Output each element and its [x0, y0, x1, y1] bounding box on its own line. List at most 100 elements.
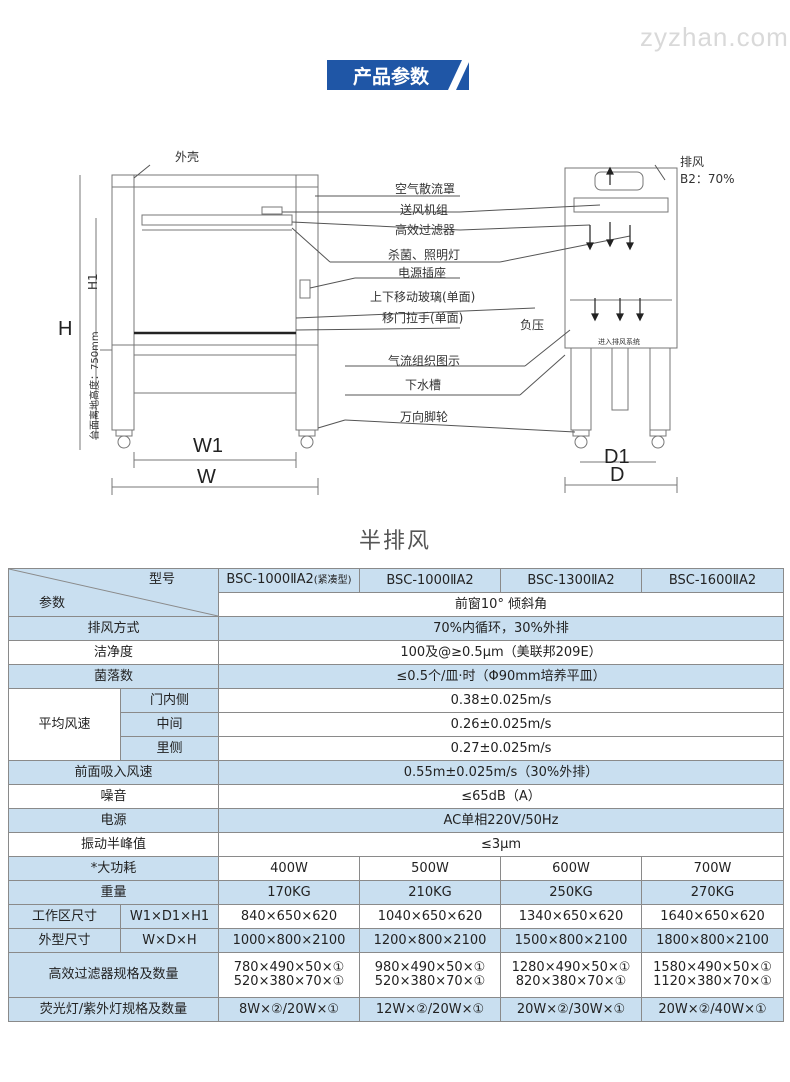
label-air-hood: 空气散流罩: [395, 182, 456, 196]
model-suffix: (紧凑型): [313, 575, 352, 586]
hepa-line: 820×380×70×①: [515, 974, 627, 989]
hepa-line: 1120×380×70×①: [653, 974, 772, 989]
cell: 12W×②/20W×①: [359, 997, 501, 1022]
row-value: AC单相220V/50Hz: [218, 808, 784, 833]
watermark: zyzhan.com: [640, 22, 789, 52]
dim-W1: W1: [193, 435, 223, 457]
cell: 20W×②/40W×①: [641, 997, 784, 1022]
sub-label: 中间: [120, 712, 219, 737]
cell: 250KG: [500, 880, 642, 905]
cell: 1200×800×2100: [359, 928, 501, 953]
cell: 500W: [359, 856, 501, 881]
table-row: 中间 0.26±0.025m/s: [9, 712, 784, 737]
cell: 1640×650×620: [641, 904, 784, 929]
cell: 8W×②/20W×①: [218, 997, 360, 1022]
header-param: 参数: [39, 596, 66, 611]
label-handle: 移门拉手(单面): [382, 311, 464, 325]
model-cell: BSC-1600ⅡA2: [641, 568, 784, 593]
cell: 400W: [218, 856, 360, 881]
sub-label: W1×D1×H1: [120, 904, 219, 929]
cell: 700W: [641, 856, 784, 881]
cell: 1500×800×2100: [500, 928, 642, 953]
row-label: 洁净度: [8, 640, 219, 665]
sub-label: 里侧: [120, 736, 219, 761]
label-exhaust: 排风: [680, 155, 705, 169]
table-row: 振动半峰值 ≤3μm: [8, 832, 784, 857]
dim-W: W: [197, 466, 216, 488]
table-row: 噪音 ≤65dB（A）: [8, 784, 784, 809]
hepa-line: 1280×490×50×①: [511, 960, 631, 975]
label-b2: B2：70%: [680, 172, 735, 186]
table-row: 前窗10° 倾斜角: [9, 592, 784, 617]
cell: 170KG: [218, 880, 360, 905]
sub-label: 门内侧: [120, 688, 219, 713]
table-row: 重量 170KG 210KG 250KG 270KG: [8, 880, 784, 905]
table-row: 荧光灯/紫外灯规格及数量 8W×②/20W×① 12W×②/20W×① 20W×…: [8, 997, 784, 1022]
row-value: 0.38±0.025m/s: [218, 688, 784, 713]
table-row: *大功耗 400W 500W 600W 700W: [8, 856, 784, 881]
table-row: 排风方式 70%内循环，30%外排: [8, 616, 784, 641]
row-label: 外型尺寸: [8, 928, 121, 953]
label-drain: 下水槽: [405, 378, 442, 392]
row-value: ≤0.5个/皿·时（Φ90mm培养平皿）: [218, 664, 784, 689]
dim-H1: H1: [86, 273, 100, 290]
table-row: 菌落数 ≤0.5个/皿·时（Φ90mm培养平皿）: [8, 664, 784, 689]
hepa-line: 1580×490×50×①: [653, 960, 772, 975]
row-value: 0.26±0.025m/s: [218, 712, 784, 737]
row-label: 工作区尺寸: [8, 904, 121, 929]
row-label: 平均风速: [8, 688, 121, 761]
cell: 1340×650×620: [500, 904, 642, 929]
label-glass: 上下移动玻璃(单面): [370, 290, 476, 304]
table-row: 前面吸入风速 0.55m±0.025m/s（30%外排）: [8, 760, 784, 785]
sub-label: W×D×H: [120, 928, 219, 953]
hepa-line: 780×490×50×①: [233, 960, 345, 975]
row-label: 电源: [8, 808, 219, 833]
row-label: 前面吸入风速: [8, 760, 219, 785]
cell: 270KG: [641, 880, 784, 905]
row-value: ≤65dB（A）: [218, 784, 784, 809]
model-cell: BSC-1000ⅡA2: [359, 568, 501, 593]
cell: 1040×650×620: [359, 904, 501, 929]
dim-D1: D1: [604, 446, 630, 468]
label-neg-pressure: 负压: [520, 318, 545, 332]
row-label: *大功耗: [8, 856, 219, 881]
model-cell: BSC-1300ⅡA2: [500, 568, 642, 593]
header-diagonal: [9, 569, 218, 616]
row-value: ≤3μm: [218, 832, 784, 857]
cell: 1000×800×2100: [218, 928, 360, 953]
dim-D: D: [610, 464, 625, 486]
cell: 600W: [500, 856, 642, 881]
row-value: 0.27±0.025m/s: [218, 736, 784, 761]
row-value: 100及@≥0.5μm（美联邦209E）: [218, 640, 784, 665]
cabinet-diagram: [79, 164, 678, 495]
cell: 1800×800×2100: [641, 928, 784, 953]
label-hepa: 高效过滤器: [395, 223, 456, 237]
spec-table: 型号 参数 BSC-1000ⅡA2(紧凑型) BSC-1000ⅡA2 BSC-1…: [8, 568, 784, 1022]
label-airflow: 气流组织图示: [388, 354, 461, 368]
label-duct: 进入排风系统: [598, 338, 640, 346]
row-label: 菌落数: [8, 664, 219, 689]
row-value: 0.55m±0.025m/s（30%外排）: [218, 760, 784, 785]
label-fan-unit: 送风机组: [400, 203, 449, 217]
hepa-line: 520×380×70×①: [233, 974, 345, 989]
header-model: 型号: [149, 572, 176, 587]
table-row: 洁净度 100及@≥0.5μm（美联邦209E）: [8, 640, 784, 665]
model-name: BSC-1000ⅡA2: [226, 572, 314, 587]
table-row: 工作区尺寸 W1×D1×H1 840×650×620 1040×650×620 …: [8, 904, 784, 929]
tilt-value: 前窗10° 倾斜角: [218, 592, 784, 617]
row-label: 高效过滤器规格及数量: [8, 952, 219, 998]
cell: 840×650×620: [218, 904, 360, 929]
row-label: 重量: [8, 880, 219, 905]
label-lamp: 杀菌、照明灯: [388, 248, 461, 262]
dim-H: H: [58, 318, 73, 340]
label-shell: 外壳: [175, 150, 200, 164]
model-cell: BSC-1000ⅡA2(紧凑型): [218, 568, 360, 593]
table-row: 型号 参数 BSC-1000ⅡA2(紧凑型) BSC-1000ⅡA2 BSC-1…: [8, 568, 784, 617]
row-label: 振动半峰值: [8, 832, 219, 857]
table-row: 电源 AC单相220V/50Hz: [8, 808, 784, 833]
section-title: 半排风: [358, 529, 431, 554]
label-socket: 电源插座: [398, 266, 447, 280]
